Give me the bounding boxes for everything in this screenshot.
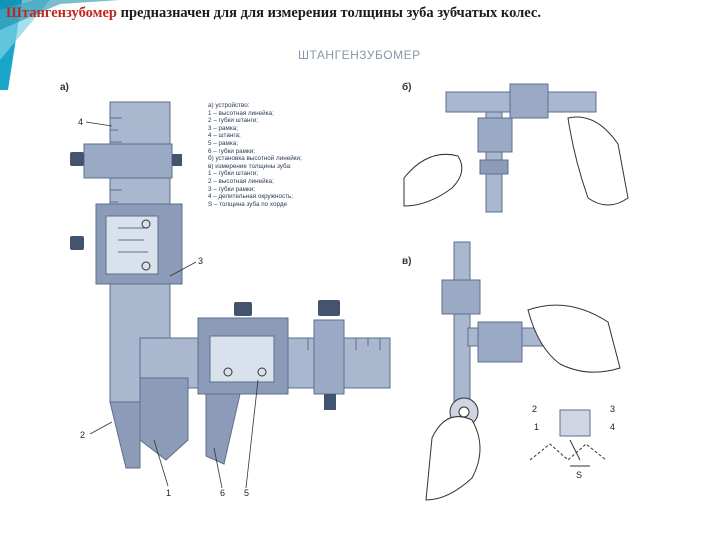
callout-2: 2 bbox=[80, 430, 85, 440]
detail-callout-s: S bbox=[576, 470, 582, 480]
callout-6: 6 bbox=[220, 488, 225, 498]
figure-title: ШТАНГЕНЗУБОМЕР bbox=[298, 48, 421, 62]
legend-line: 6 – губки рамки; bbox=[208, 147, 256, 155]
callout-1: 1 bbox=[166, 488, 171, 498]
legend-line: 5 – рамка; bbox=[208, 139, 238, 147]
label-b: б) bbox=[402, 82, 412, 93]
caliper-figure: ШТАНГЕНЗУБОМЕР а) б) в) а) устройство: 1… bbox=[48, 48, 664, 520]
tooth-detail-inset bbox=[529, 409, 607, 467]
detail-callout-3: 3 bbox=[610, 404, 615, 414]
label-v: в) bbox=[402, 256, 412, 267]
callout-5: 5 bbox=[244, 488, 249, 498]
heading-term: Штангензубомер bbox=[6, 5, 118, 21]
legend-line: 3 – рамка; bbox=[208, 124, 238, 132]
detail-callout-2: 2 bbox=[532, 404, 537, 414]
legend-line: 2 – губки штанги; bbox=[208, 117, 259, 125]
legend-line: 1 – высотная линейка; bbox=[208, 109, 274, 117]
callout-leaders bbox=[85, 121, 259, 489]
callout-3: 3 bbox=[198, 256, 203, 266]
gear-tooth-caliper-illustration bbox=[70, 101, 391, 469]
height-setting-illustration bbox=[403, 83, 629, 213]
legend-line: б) установка высотной линейки; bbox=[208, 155, 302, 163]
legend-line: 1 – губки штанги; bbox=[208, 170, 259, 178]
legend-line: S – толщина зуба по хорде bbox=[208, 200, 288, 208]
slide-heading: Штангензубомер предназначен для для изме… bbox=[6, 4, 706, 23]
label-a: а) bbox=[60, 82, 69, 93]
legend-line: в) измерение толщины зуба: bbox=[208, 162, 292, 170]
heading-rest: предназначен для для измерения толщины з… bbox=[117, 5, 541, 21]
figure-legend: а) устройство: 1 – высотная линейка; 2 –… bbox=[208, 102, 302, 208]
caliper-drawing: 4 3 2 1 6 5 bbox=[70, 83, 629, 501]
tooth-measurement-illustration bbox=[425, 241, 621, 501]
legend-line: а) устройство: bbox=[208, 102, 250, 109]
slide-corner-decoration bbox=[0, 0, 120, 90]
legend-line: 4 – делительная окружность; bbox=[208, 193, 294, 201]
legend-line: 3 – губки рамки; bbox=[208, 185, 256, 193]
legend-line: 4 – штанга; bbox=[208, 132, 241, 140]
detail-callout-1: 1 bbox=[534, 422, 539, 432]
legend-line: 2 – высотная линейка; bbox=[208, 177, 274, 185]
callout-4: 4 bbox=[78, 117, 83, 127]
detail-callout-4: 4 bbox=[610, 422, 615, 432]
